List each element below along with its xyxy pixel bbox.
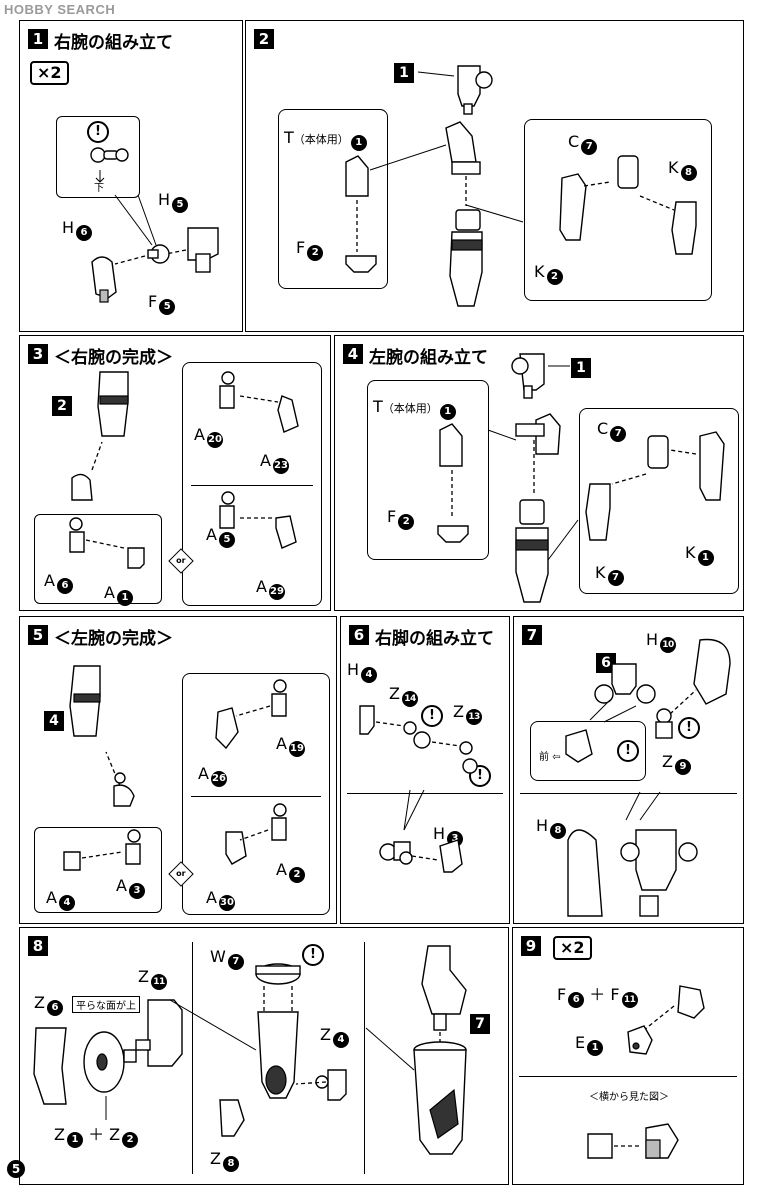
- step-number: 1: [28, 29, 48, 49]
- step6-diagram: [359, 705, 478, 873]
- detail-inset-left: [34, 827, 162, 913]
- part-ref-box: 1: [394, 63, 414, 83]
- step-title: 右脚の組み立て: [375, 629, 494, 649]
- divider: [347, 793, 503, 794]
- step-title: ＜左腕の完成＞: [54, 629, 173, 649]
- side-view-caption: ＜横から見た図＞: [589, 1092, 669, 1103]
- step-number: 6: [349, 625, 369, 645]
- warning-icon: !: [678, 717, 700, 739]
- part-ref-box: 1: [571, 358, 591, 378]
- step-number: 2: [254, 29, 274, 49]
- part-label-t1: T（本体用）1: [284, 129, 367, 151]
- hand-options-inset: [182, 362, 322, 606]
- page-number: 5: [7, 1160, 25, 1178]
- warning-icon: !: [617, 740, 639, 762]
- step7-diagram: [565, 638, 731, 917]
- part-ref-box: 2: [52, 396, 72, 416]
- step5-diagram: [63, 665, 287, 871]
- warning-icon: !: [87, 121, 109, 143]
- step4-diagram: [437, 353, 725, 603]
- step-number: 7: [522, 625, 542, 645]
- step9-diagram: [587, 985, 705, 1159]
- step-title: 左腕の組み立て: [369, 348, 488, 368]
- step-number: 4: [343, 344, 363, 364]
- hand-options-inset: [182, 673, 330, 915]
- step-title: 右腕の組み立て: [54, 33, 173, 53]
- watermark: HOBBY SEARCH: [4, 2, 116, 17]
- quantity-multiplier: ×2: [553, 936, 592, 960]
- front-label: 前 ⇦: [539, 752, 561, 763]
- direction-label: 下: [94, 183, 104, 194]
- detail-inset: ! 下: [56, 116, 140, 198]
- warning-icon: !: [421, 705, 443, 727]
- flat-side-note: 平らな面が上: [72, 996, 140, 1013]
- step-number: 9: [521, 936, 541, 956]
- step3-diagram: [69, 371, 299, 569]
- divider: [520, 793, 737, 794]
- divider: [192, 942, 193, 1174]
- warning-icon: !: [302, 944, 324, 966]
- step1-diagram: [90, 147, 219, 303]
- quantity-multiplier: ×2: [30, 61, 69, 85]
- part-ref-box: 7: [470, 1014, 490, 1034]
- part-ref-box: 4: [44, 711, 64, 731]
- part-ref-box: 6: [596, 653, 616, 673]
- step-title: ＜右腕の完成＞: [54, 348, 173, 368]
- divider: [519, 1076, 737, 1077]
- step2-diagram: [345, 65, 697, 307]
- divider: [364, 942, 365, 1174]
- step8-diagram: [33, 945, 467, 1155]
- part-label-t1: T（本体用）1: [373, 398, 456, 420]
- step-number: 3: [28, 344, 48, 364]
- step-number: 5: [28, 625, 48, 645]
- step-number: 8: [28, 936, 48, 956]
